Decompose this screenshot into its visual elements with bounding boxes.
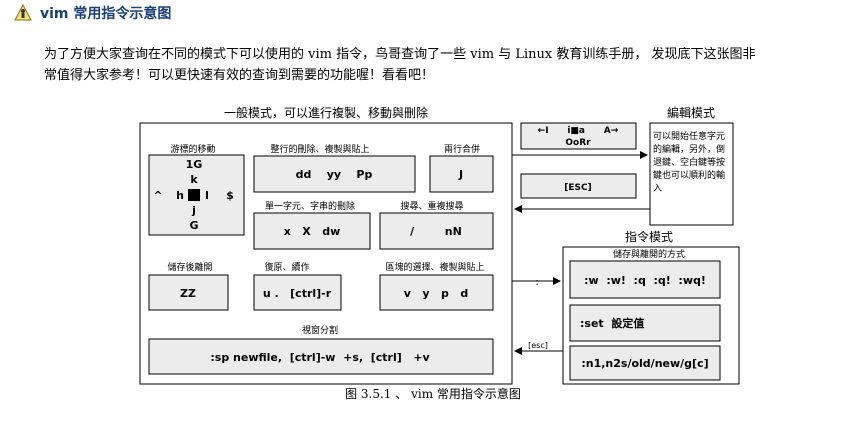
line-ops-box [253, 155, 416, 193]
command-mode-title: 指令模式 [625, 229, 673, 244]
intro-line-2: 常值得大家参考！可以更快速有效的查询到需要的功能喔！看看吧！ [44, 68, 435, 83]
join-box [429, 155, 494, 193]
split-title: 視窗分割 [302, 324, 338, 336]
edit-mode-desc-3: 退鍵、空白鍵等按 [653, 156, 725, 168]
undo-title: 復原、續作 [264, 261, 309, 273]
char-ops-cmd: x X dw [284, 225, 341, 238]
edit-mode-desc-1: 可以開始任意字元 [653, 130, 725, 142]
undo-box [253, 274, 342, 311]
key-l: l [205, 189, 209, 202]
normal-mode-title: 一般模式，可以進行複製、移動與刪除 [224, 105, 428, 120]
normal-mode-panel: 一般模式，可以進行複製、移動與刪除 游標的移動 1G k ^ h l $ j G… [139, 105, 513, 385]
block-title: 區塊的選擇、複製與貼上 [385, 261, 484, 273]
edit-mode-desc-5: 入 [653, 183, 662, 194]
person-caution-icon [14, 4, 32, 21]
undo-cmd: u . [ctrl]-r [263, 287, 332, 300]
split-box [148, 338, 494, 375]
join-title: 兩行合併 [444, 143, 480, 155]
edit-mode-desc-4: 鍵也可以順利的輸 [653, 169, 725, 181]
esc-box [520, 173, 637, 199]
edit-mode-title: 編輯模式 [667, 105, 715, 120]
key-k: k [190, 173, 198, 186]
page-header: vim 常用指令示意图 [14, 3, 171, 23]
command-save-cmd: :w :w! :q :q! :wq! [584, 274, 706, 287]
command-replace-box [569, 345, 721, 381]
intro-line-1: 为了方便大家查询在不同的模式下可以使用的 vim 指令，鸟哥查询了一些 vim … [44, 47, 756, 62]
key-dollar: $ [226, 189, 234, 202]
key-1G: 1G [186, 158, 203, 171]
join-cmd: J [458, 168, 463, 181]
cursor-move-box: 游標的移動 1G k ^ h l $ j G [148, 143, 245, 236]
line-ops-cmd: dd yy Pp [296, 168, 373, 181]
search-box [379, 212, 494, 250]
search-cmd: / nN [410, 225, 462, 238]
cursor-block-icon [188, 189, 200, 201]
insert-keys-row2: OoRr [565, 138, 591, 148]
save-exit-title: 儲存後離開 [167, 261, 212, 273]
command-save-box [569, 260, 721, 299]
search-title: 搜尋、重複搜尋 [400, 200, 463, 212]
esc-label: [ESC] [564, 183, 591, 193]
save-exit-box [148, 274, 229, 311]
edit-mode-desc-2: 的編輯，另外，倒 [653, 143, 725, 155]
line-ops-title: 整行的刪除、複製與貼上 [270, 143, 369, 155]
arrow-colon-label: : [535, 277, 538, 288]
figure-caption: 图 3.5.1 、 vim 常用指令示意图 [345, 387, 521, 401]
key-caret: ^ [153, 189, 162, 202]
page-title: vim 常用指令示意图 [40, 6, 172, 22]
insert-keys-row1: ←I i■a A→ [538, 126, 619, 136]
block-box [379, 274, 494, 311]
command-mode-panel: 指令模式 儲存與離開的方式 :w :w! :q :q! :wq! :set 設定… [562, 229, 740, 385]
cursor-move-title: 游標的移動 [170, 143, 215, 155]
intro-paragraph: 为了方便大家查询在不同的模式下可以使用的 vim 指令，鸟哥查询了一些 vim … [44, 44, 844, 86]
char-ops-title: 單一字元、字串的刪除 [265, 200, 355, 212]
split-cmd: :sp newfile, [ctrl]-w +s, [ctrl] +v [210, 351, 430, 364]
command-replace-cmd: :n1,n2s/old/new/g[c] [581, 357, 708, 370]
command-save-title: 儲存與離開的方式 [613, 248, 685, 260]
command-set-cmd: :set 設定值 [580, 316, 644, 330]
key-h: h [176, 189, 184, 202]
mode-arrows [512, 151, 650, 355]
edit-mode-panel: 編輯模式 可以開始任意字元 的編輯，另外，倒 退鍵、空白鍵等按 鍵也可以順利的輸… [649, 105, 734, 226]
save-exit-cmd: ZZ [180, 287, 196, 300]
command-set-box [569, 304, 721, 342]
char-ops-box [253, 212, 371, 250]
insert-keys-panel: ←I i■a A→ OoRr [520, 122, 637, 150]
key-G: G [189, 219, 198, 232]
block-cmd: v y p d [404, 287, 469, 300]
arrow-esc-label: [esc] [528, 341, 548, 350]
key-j: j [191, 204, 196, 217]
